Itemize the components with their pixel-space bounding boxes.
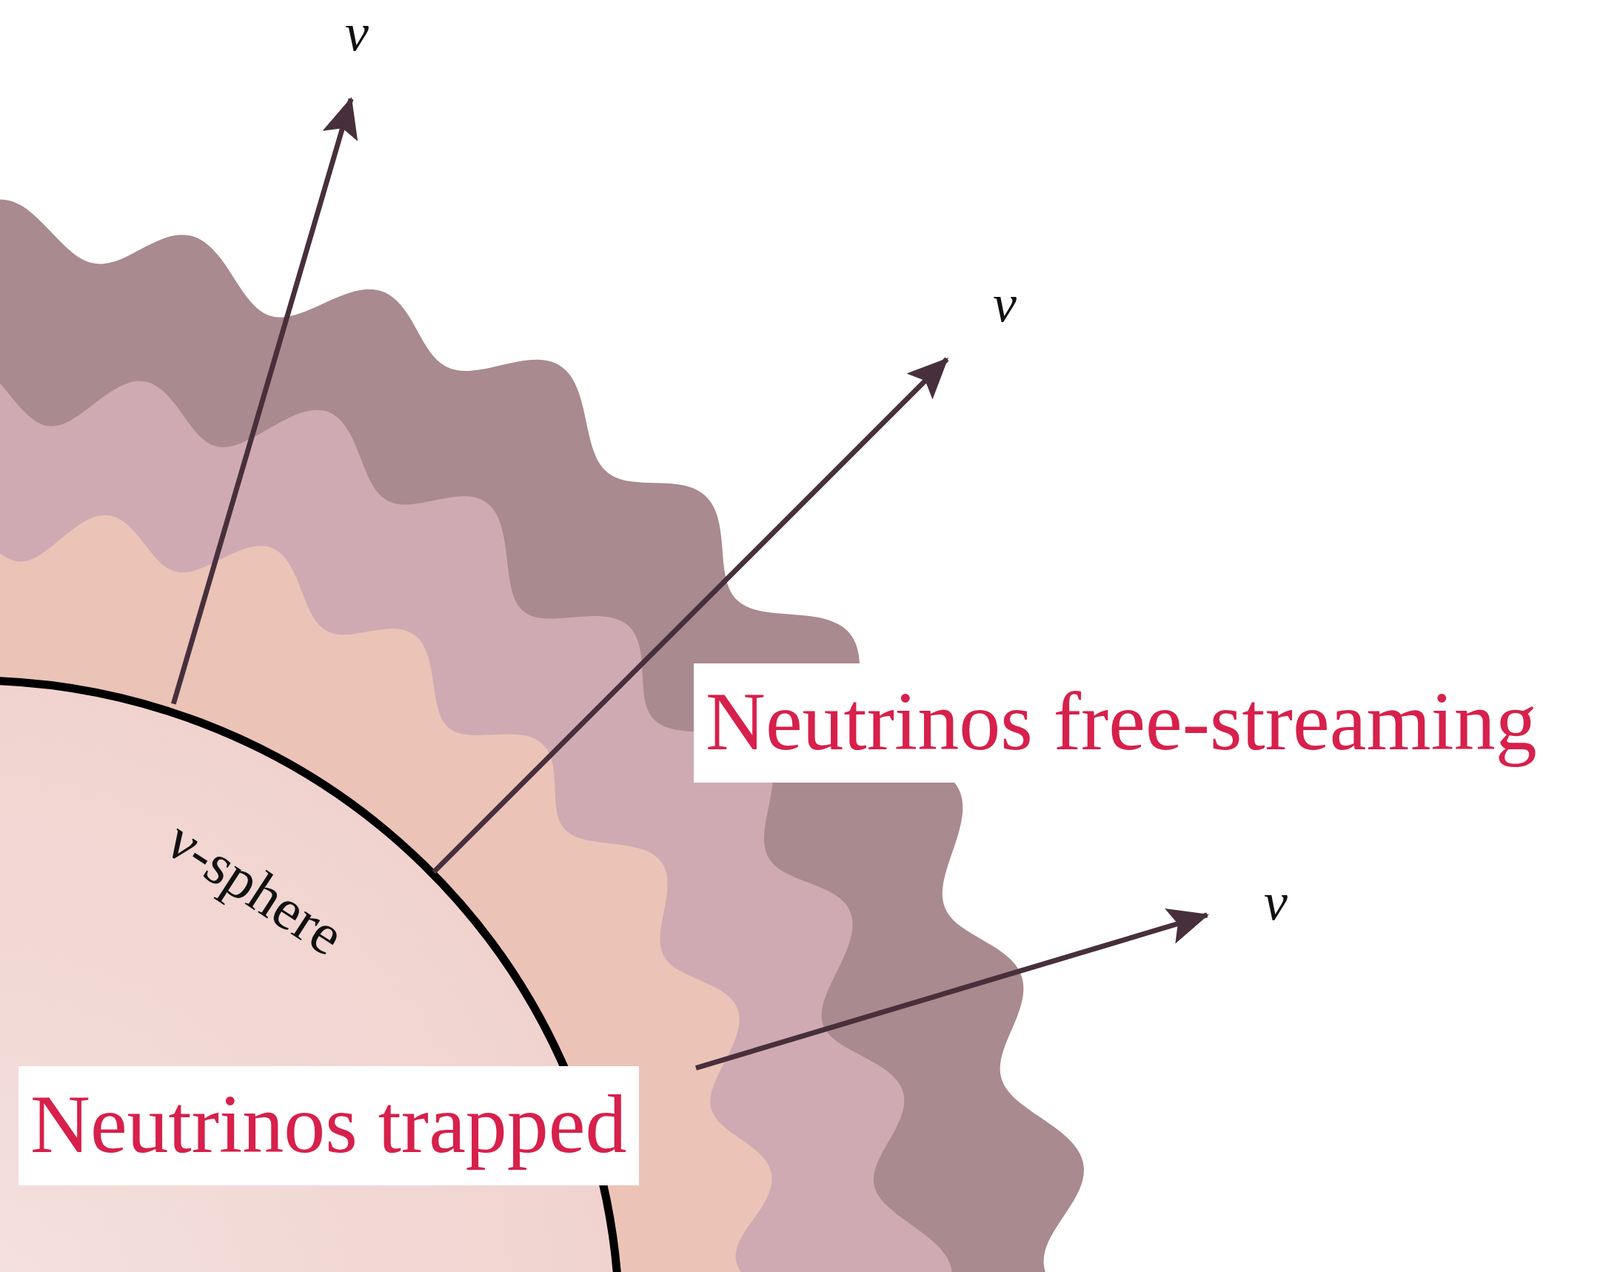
- neutrino-arrow: [433, 359, 947, 873]
- neutrino-symbol: ν: [992, 276, 1017, 331]
- neutrino-symbol: ν: [1263, 875, 1288, 929]
- inner-layer: [0, 511, 796, 1272]
- region-label: Neutrinos free-streaming: [693, 663, 1549, 783]
- neutrino-arrow: [173, 99, 351, 705]
- neutrino-arrow: [695, 915, 1207, 1069]
- neutrino-symbol: ν: [345, 5, 369, 60]
- middle-layer: [0, 354, 953, 1272]
- sphere-label: ν-sphere: [157, 809, 354, 966]
- region-label: Neutrinos trapped: [18, 1066, 639, 1186]
